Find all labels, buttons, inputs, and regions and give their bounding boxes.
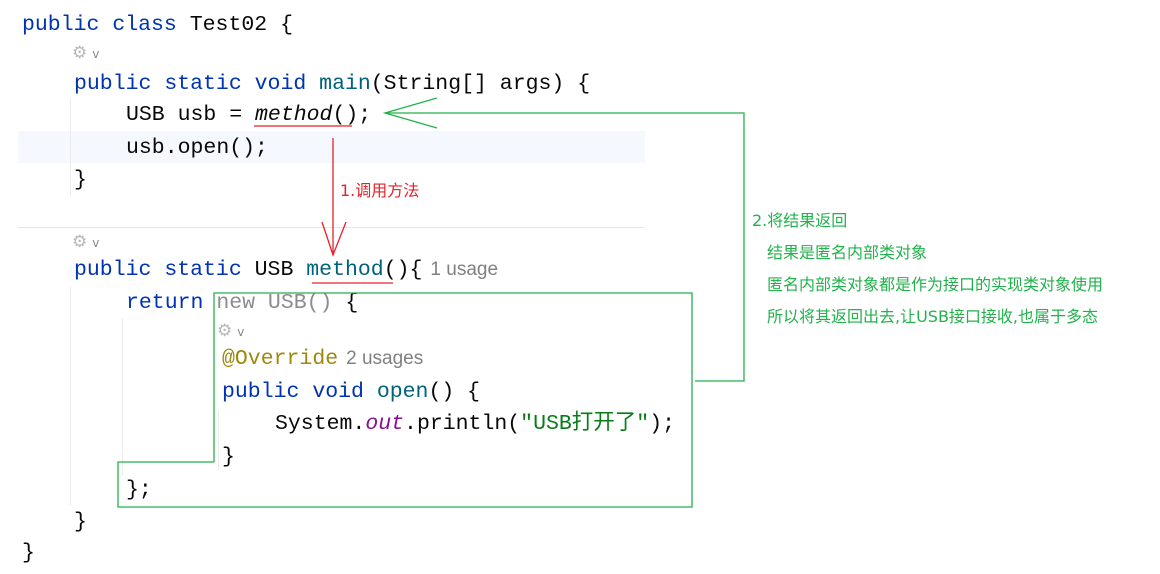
indent-guide (70, 98, 71, 196)
code-line: public static void main(String[] args) { (74, 69, 590, 99)
code-token: public (22, 13, 113, 37)
code-token: { (345, 291, 359, 315)
code-token: return (126, 291, 217, 315)
step2-title: 2.将结果返回 (752, 211, 848, 230)
code-line: }; (126, 475, 152, 505)
code-token: USB (254, 258, 307, 282)
code-token: out (365, 412, 405, 436)
code-line: public static USB method(){ 1 usage (74, 255, 498, 285)
code-token: } (74, 510, 87, 534)
code-token: open (376, 380, 429, 404)
code-token: class (112, 13, 190, 37)
code-token: (String[] args) { (370, 72, 591, 96)
return-arrow-head (382, 97, 438, 129)
code-token: public (74, 72, 165, 96)
implementation-gutter-icon[interactable]: ⚙v (217, 321, 245, 341)
code-line: } (74, 165, 87, 195)
code-token: System. (275, 412, 366, 436)
return-arrow-line (385, 112, 745, 382)
code-token: main (319, 72, 371, 96)
code-token: new USB() (216, 291, 346, 315)
code-token: usb.open(); (126, 136, 268, 160)
code-token: @Override (222, 347, 339, 371)
step1-annotation: 1.调用方法 (340, 181, 420, 200)
implementation-gutter-icon[interactable]: ⚙v (72, 232, 100, 252)
step2-line: 结果是匿名内部类对象 (767, 243, 928, 262)
step2-line: 所以将其返回出去,让USB接口接收,也属于多态 (767, 307, 1099, 326)
implementation-gutter-icon[interactable]: ⚙v (72, 43, 100, 63)
code-token: (){ (383, 258, 423, 282)
code-line: } (74, 507, 87, 537)
code-token: } (22, 541, 35, 565)
call-arrow-head (321, 221, 347, 257)
code-token: void (312, 380, 377, 404)
indent-guide (70, 287, 71, 505)
code-token: method (306, 258, 384, 282)
code-line: usb.open(); (126, 133, 268, 163)
indent-guide (218, 410, 219, 470)
code-token: }; (126, 478, 152, 502)
code-token: public (74, 258, 165, 282)
code-token: public (222, 380, 313, 404)
code-token: .println( (404, 412, 521, 436)
code-line: @Override 2 usages (222, 344, 423, 374)
code-token: static (164, 72, 255, 96)
code-line: public class Test02 { (22, 10, 293, 40)
anonymous-class-box (117, 292, 693, 508)
usage-hint-link[interactable]: 2 usages (346, 348, 424, 369)
code-line: USB usb = method(); (126, 100, 371, 130)
code-line: public void open() { (222, 377, 480, 407)
code-token: static (164, 258, 255, 282)
code-token: void (254, 72, 320, 96)
code-token: ); (649, 412, 675, 436)
code-token: Test02 { (189, 13, 293, 37)
code-line: System.out.println("USB打开了"); (275, 409, 675, 439)
step2-line: 匿名内部类对象都是作为接口的实现类对象使用 (767, 275, 1104, 294)
code-token: "USB打开了" (520, 412, 650, 436)
code-line: return new USB() { (126, 288, 358, 318)
code-token: } (222, 445, 235, 469)
code-token: USB usb = (126, 103, 256, 127)
code-token: method (255, 103, 333, 127)
usage-hint-link[interactable]: 1 usage (430, 259, 499, 280)
code-line: } (22, 538, 35, 568)
code-token: () { (428, 380, 481, 404)
indent-guide (122, 318, 123, 476)
current-line-highlight (18, 131, 645, 163)
code-token: } (74, 168, 87, 192)
method-separator (18, 227, 645, 228)
code-token: (); (332, 103, 372, 127)
code-line: } (222, 442, 235, 472)
